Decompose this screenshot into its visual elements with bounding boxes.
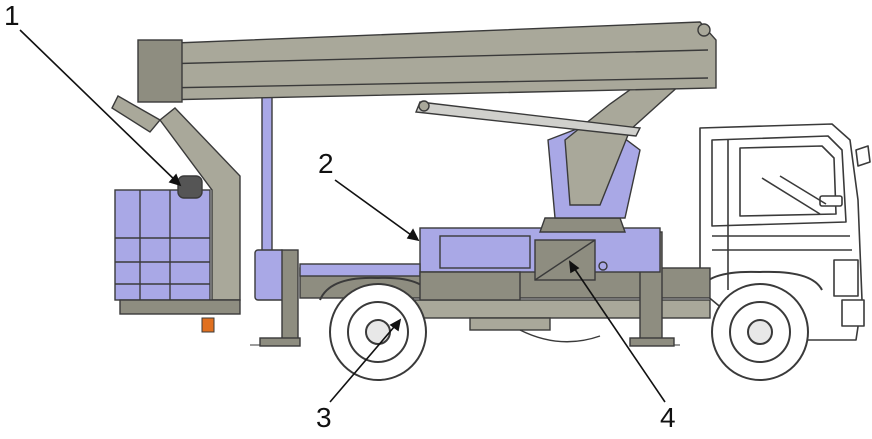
callout-3-label: 3 [316,402,332,433]
leader-line-2 [334,179,419,241]
subframe-box [299,227,661,301]
work-basket [114,175,241,315]
rear-wheel [319,276,435,381]
main-boom [137,21,717,137]
arrowhead-4 [569,260,580,274]
front-wheel [699,270,823,381]
control-box [534,239,608,281]
callout-1-label: 1 [4,0,20,31]
truck-cab [699,123,871,341]
arrowhead-3 [389,318,402,332]
callout-2-label: 2 [318,148,334,179]
arrowhead-1 [168,173,182,187]
callout-4-label: 4 [660,402,676,433]
leader-line-3 [329,319,401,403]
leader-line-4 [569,261,666,403]
emergency-pump [201,317,215,333]
arrowhead-2 [406,228,420,242]
leader-line-1 [19,29,181,186]
